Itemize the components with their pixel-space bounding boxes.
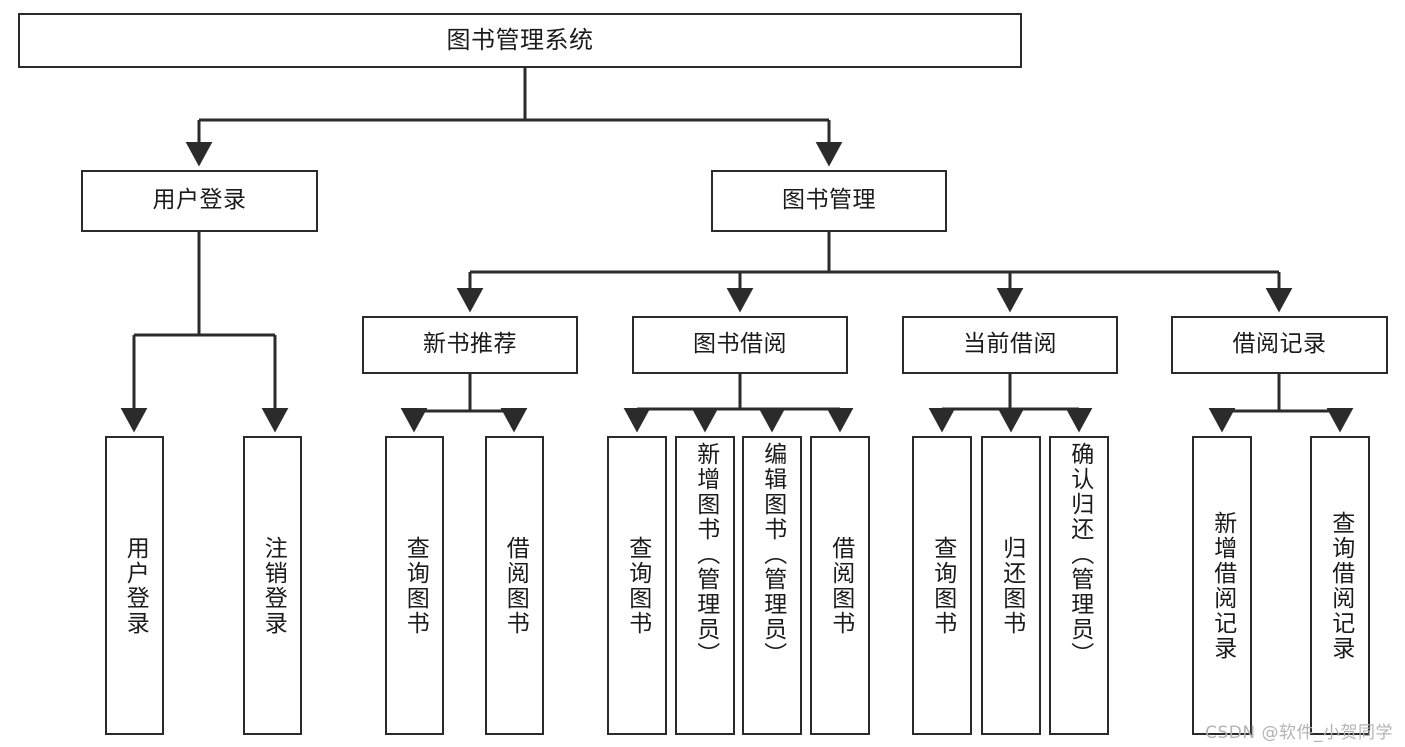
node-leaf-query-borrow-record[interactable]: 查询借阅记录 [1310,436,1370,735]
node-leaf-query-book-3[interactable]: 查询图书 [912,436,972,735]
csdn-watermark: CSDN @软件_小贺同学 [1205,723,1393,743]
node-leaf-logout[interactable]: 注销登录 [243,436,302,735]
node-new-book-recommend[interactable]: 新书推荐 [362,316,578,374]
node-book-management[interactable]: 图书管理 [711,170,947,232]
node-current-borrow[interactable]: 当前借阅 [902,316,1118,374]
node-leaf-add-book-admin[interactable]: 新增图书（管理员） [675,436,735,735]
node-root[interactable]: 图书管理系统 [18,13,1022,68]
node-borrow-records[interactable]: 借阅记录 [1171,316,1388,374]
node-leaf-confirm-return-admin[interactable]: 确认归还（管理员） [1049,436,1109,735]
node-leaf-return-book[interactable]: 归还图书 [981,436,1041,735]
node-book-borrow[interactable]: 图书借阅 [632,316,848,374]
node-leaf-query-book-2[interactable]: 查询图书 [607,436,667,735]
node-leaf-query-book-1[interactable]: 查询图书 [385,436,444,735]
node-leaf-borrow-book-1[interactable]: 借阅图书 [485,436,544,735]
node-user-login[interactable]: 用户登录 [81,170,318,232]
node-leaf-user-login[interactable]: 用户登录 [105,436,164,735]
node-leaf-add-borrow-record[interactable]: 新增借阅记录 [1192,436,1252,735]
node-leaf-edit-book-admin[interactable]: 编辑图书（管理员） [742,436,802,735]
node-leaf-borrow-book-2[interactable]: 借阅图书 [810,436,870,735]
